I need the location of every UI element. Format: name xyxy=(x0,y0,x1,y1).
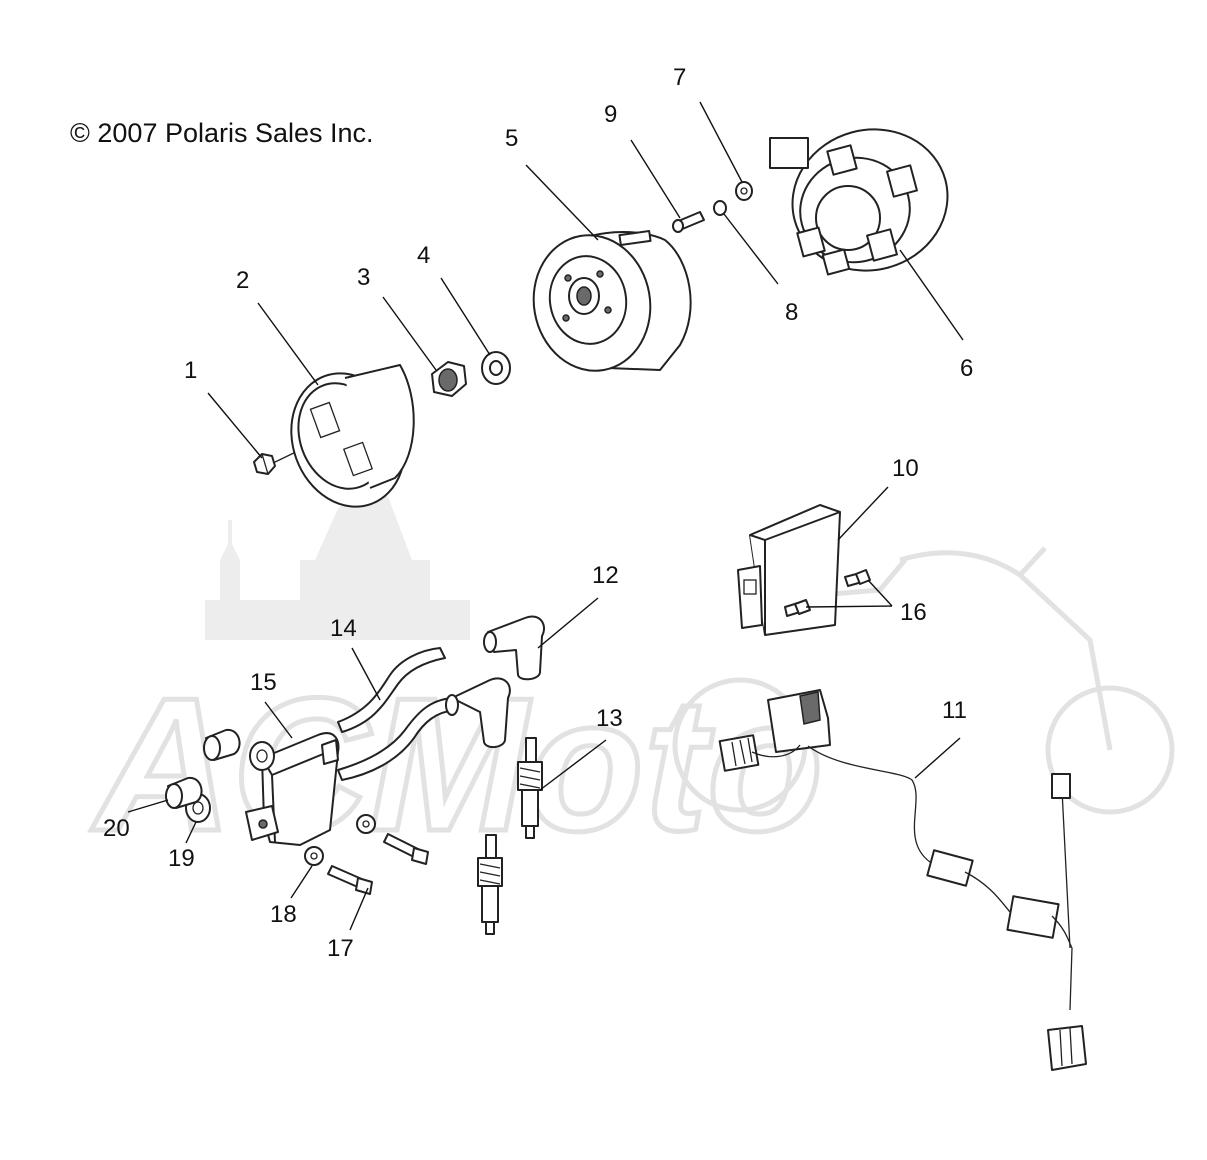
callout-16: 16 xyxy=(900,599,927,626)
part-13-spark-plug[interactable] xyxy=(517,737,543,839)
part-7-washer[interactable] xyxy=(735,181,753,201)
callout-15: 15 xyxy=(250,669,277,696)
callout-11: 11 xyxy=(942,697,967,724)
part-13-spark-plug-second[interactable] xyxy=(477,834,503,935)
callout-2: 2 xyxy=(236,267,249,294)
leader-lines xyxy=(127,101,964,931)
callout-8: 8 xyxy=(785,299,798,326)
part-6-stator[interactable] xyxy=(769,112,963,288)
watermark: ACMoto xyxy=(89,445,1175,874)
part-15-ignition-coil[interactable] xyxy=(245,732,340,846)
callout-18: 18 xyxy=(270,901,297,928)
part-19-washer[interactable] xyxy=(185,741,275,823)
watermark-text: ACMoto xyxy=(91,659,823,871)
callout-12: 12 xyxy=(592,562,619,589)
callouts: 1 2 3 4 5 6 7 8 9 10 11 12 13 14 15 16 1… xyxy=(103,64,973,962)
copyright-notice: © 2007 Polaris Sales Inc. xyxy=(70,118,374,148)
callout-19: 19 xyxy=(168,845,195,872)
part-9-screw[interactable] xyxy=(672,211,705,233)
part-2-cover[interactable] xyxy=(273,357,423,522)
callout-17: 17 xyxy=(327,935,354,962)
part-17-bolt[interactable] xyxy=(327,833,429,895)
callout-3: 3 xyxy=(357,264,370,291)
part-3-nut[interactable] xyxy=(431,361,467,397)
part-18-lock-washer[interactable] xyxy=(304,814,376,866)
part-16-bolts[interactable] xyxy=(784,569,871,617)
part-20-spacer[interactable] xyxy=(165,728,241,809)
part-1-bolt[interactable] xyxy=(253,449,301,475)
part-10-cdi-box[interactable] xyxy=(737,504,841,636)
callout-20: 20 xyxy=(103,815,130,842)
callout-1: 1 xyxy=(184,357,197,384)
part-4-washer[interactable] xyxy=(481,351,511,385)
part-8-washer[interactable] xyxy=(713,200,727,216)
callout-4: 4 xyxy=(417,242,430,269)
callout-10: 10 xyxy=(892,455,919,482)
part-12-plug-cap[interactable] xyxy=(483,615,545,681)
callout-13: 13 xyxy=(596,705,623,732)
part-11-wiring-harness[interactable] xyxy=(718,689,1087,1071)
callout-9: 9 xyxy=(604,101,617,128)
part-12-plug-cap-second[interactable] xyxy=(445,677,511,748)
callout-7: 7 xyxy=(673,64,686,91)
callout-5: 5 xyxy=(505,125,518,152)
callout-6: 6 xyxy=(960,355,973,382)
part-5-flywheel[interactable] xyxy=(523,226,692,380)
callout-14: 14 xyxy=(330,615,357,642)
